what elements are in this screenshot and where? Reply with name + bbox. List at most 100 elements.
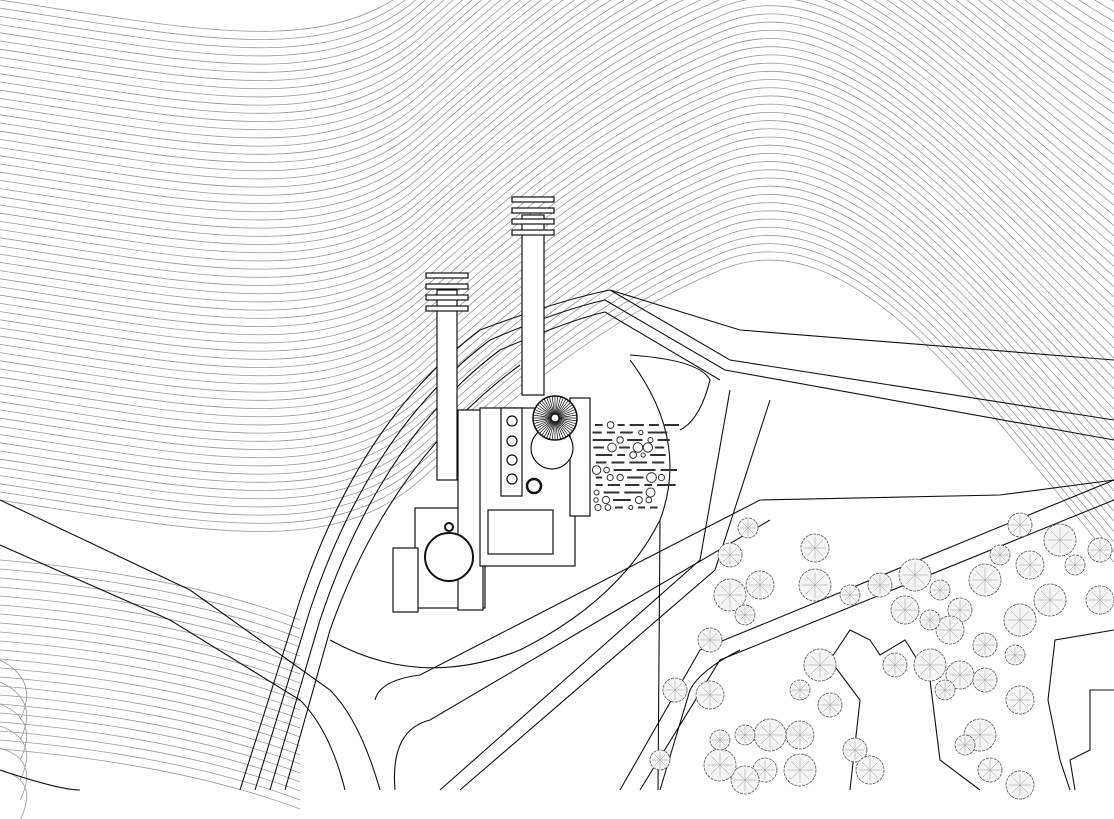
tree-branch	[929, 655, 940, 666]
radial-spoke	[551, 396, 555, 415]
yard-tank	[628, 504, 634, 511]
tree-branch	[984, 638, 992, 646]
contour-line	[0, 136, 1114, 410]
contour-line	[0, 0, 1114, 90]
tree-branch	[739, 609, 746, 616]
contour-line	[0, 0, 445, 73]
radial-spoke	[541, 400, 553, 416]
tree-branch	[719, 764, 730, 775]
contour-line	[0, 226, 1114, 522]
tree-branch	[1099, 549, 1107, 557]
contour-line	[0, 559, 301, 621]
tree	[695, 680, 725, 710]
road-edge	[254, 299, 1114, 791]
tree-branch	[924, 619, 931, 626]
yard-tank	[604, 504, 612, 511]
tree-branch	[790, 760, 801, 771]
radial-spoke	[533, 411, 552, 418]
yard-tank	[638, 429, 644, 436]
tree-branch	[970, 725, 981, 736]
trees	[649, 512, 1114, 800]
tree-branch	[951, 674, 961, 684]
radial-spoke	[533, 414, 552, 418]
tree	[734, 604, 756, 626]
road-edge	[659, 649, 741, 791]
tree-branch	[739, 729, 746, 736]
radial-spoke	[533, 418, 552, 422]
tree-branch	[739, 734, 746, 741]
radial-spoke	[548, 421, 555, 440]
tree-branch	[790, 769, 801, 780]
valve	[506, 415, 518, 427]
tree-branch	[814, 584, 825, 595]
radial-spoke	[535, 419, 552, 430]
tree-branch	[759, 584, 769, 594]
tree-branch	[729, 594, 740, 605]
contour-line	[0, 0, 1114, 106]
radial-spoke	[537, 420, 553, 432]
contour-line	[0, 0, 1114, 204]
road-edge	[239, 289, 1114, 791]
tree-branch	[848, 743, 856, 751]
contour-line	[0, 739, 301, 801]
tree-branch	[959, 739, 966, 746]
chimney-left	[436, 289, 458, 481]
tree-branch	[989, 763, 997, 771]
road-edge	[639, 499, 1114, 791]
radial-spoke	[557, 404, 573, 416]
tree	[1005, 685, 1035, 715]
tree-branch	[994, 554, 1001, 561]
tree-branch	[1074, 559, 1081, 566]
tree	[842, 737, 868, 763]
contour-line	[0, 0, 1114, 98]
contour-line	[0, 640, 301, 702]
road-edge	[0, 499, 381, 791]
tree	[697, 627, 723, 653]
contour-line	[0, 177, 1114, 461]
tree-branch	[1013, 524, 1021, 532]
tree-branch	[736, 779, 746, 789]
building-block	[457, 409, 484, 611]
tree-branch	[978, 679, 986, 687]
radial-core	[550, 413, 560, 423]
tree-branch	[1021, 556, 1031, 566]
contour-line	[0, 144, 1114, 420]
tree-branch	[719, 739, 726, 746]
tree-branch	[959, 674, 969, 684]
contour-line	[0, 568, 301, 630]
chimney-fin	[511, 218, 555, 225]
contour-line	[0, 0, 1114, 155]
tree-branch	[823, 704, 831, 712]
tree-branch	[674, 689, 682, 697]
tree-branch	[848, 749, 856, 757]
access-road	[629, 354, 711, 431]
tree	[947, 597, 973, 623]
tree	[734, 724, 756, 746]
tree	[753, 718, 787, 752]
tree-branch	[799, 760, 810, 771]
tree-branch	[894, 658, 902, 666]
contour-line	[0, 153, 1114, 430]
tree-branch	[709, 633, 717, 641]
road-edge	[284, 364, 521, 791]
tree-branch	[744, 734, 751, 741]
yard-tank	[616, 473, 624, 482]
radial-spoke	[551, 421, 555, 440]
tree-branch	[1019, 610, 1030, 621]
tree-branch	[1019, 699, 1029, 709]
tree	[737, 517, 759, 539]
contour-line	[0, 730, 301, 792]
tree-branch	[979, 725, 990, 736]
road-edge	[609, 289, 1114, 361]
radial-spoke	[546, 397, 554, 415]
tree-branch	[1099, 599, 1109, 609]
tree-branch	[873, 578, 881, 586]
chimney-fin	[511, 207, 555, 214]
tree-branch	[709, 694, 719, 704]
tree-branch	[1010, 619, 1021, 630]
tree-branch	[953, 603, 961, 611]
radial-spoke	[556, 421, 567, 438]
yard-tank	[593, 497, 599, 503]
contour-line	[0, 87, 1114, 360]
tree-branch	[744, 614, 751, 621]
